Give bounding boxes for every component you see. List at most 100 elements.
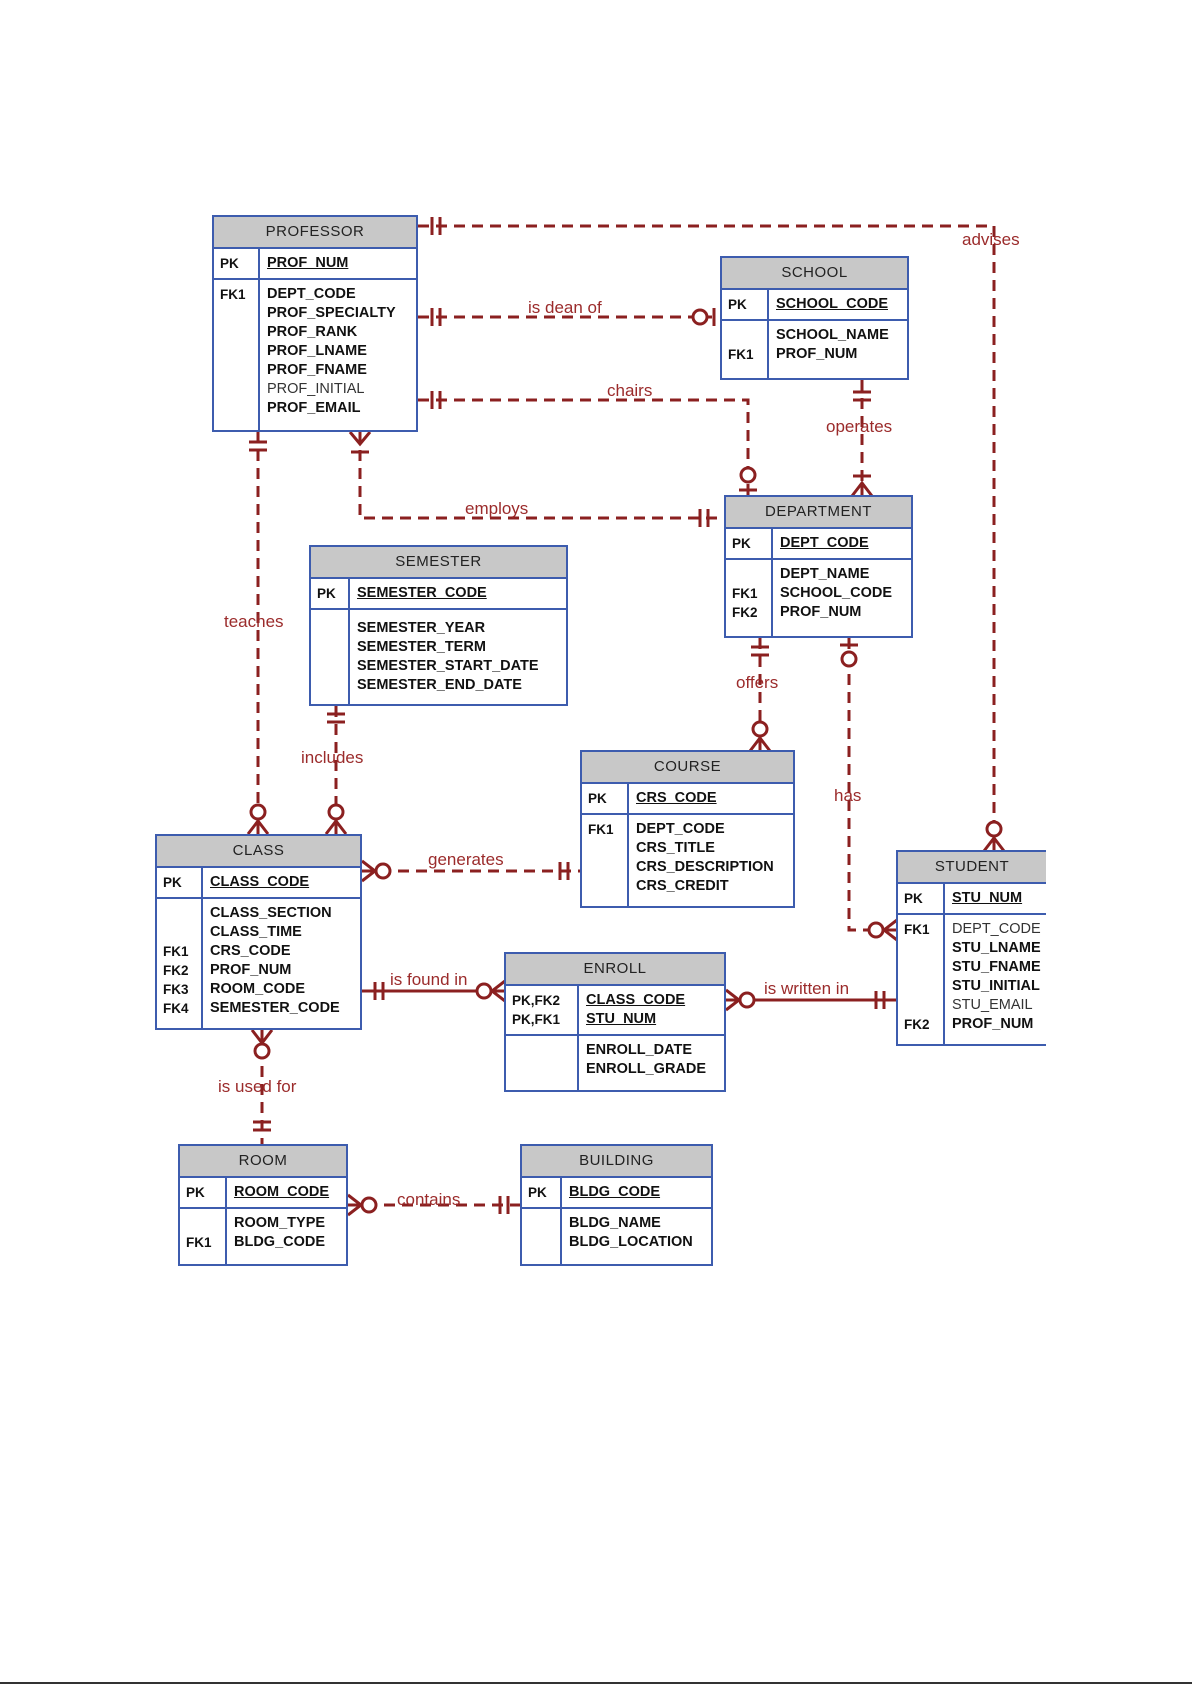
key-label: PK bbox=[732, 536, 751, 551]
rel-label-is-written-in: is written in bbox=[764, 979, 849, 998]
pk-section: PK BLDG_CODE bbox=[522, 1178, 711, 1209]
attribute: BLDG_CODE bbox=[569, 1184, 661, 1200]
entity-title: ENROLL bbox=[506, 954, 724, 986]
attribute: ROOM_TYPE bbox=[234, 1215, 326, 1231]
attribute: CRS_DESCRIPTION bbox=[636, 859, 774, 875]
mark-one-school-operates bbox=[853, 390, 871, 402]
mark-zero-one-department-chairs bbox=[739, 466, 757, 492]
mark-many-professor-employs bbox=[348, 431, 372, 454]
entity-title: CLASS bbox=[157, 836, 360, 868]
attribute-section: FK1 FK2 DEPT_NAME SCHOOL_CODE PROF_NUM bbox=[726, 560, 911, 637]
key-label: FK1 bbox=[904, 922, 930, 937]
rel-label-advises: advises bbox=[962, 230, 1020, 249]
key-label: PK bbox=[728, 297, 747, 312]
rel-advises-line bbox=[418, 224, 996, 838]
mark-one-professor-advises bbox=[430, 217, 442, 235]
pk-section: PK PROF_NUM bbox=[214, 249, 416, 280]
attribute-section: FK1 DEPT_CODE PROF_SPECIALTY PROF_RANK P… bbox=[214, 280, 416, 430]
entity-building: BUILDING PK BLDG_CODE BLDG_NAME BLDG_LOC… bbox=[520, 1144, 713, 1266]
attribute: CRS_CREDIT bbox=[636, 878, 729, 894]
page-bottom-rule bbox=[0, 1682, 1192, 1684]
attribute: STU_NUM bbox=[586, 1011, 657, 1027]
attribute: CRS_CODE bbox=[210, 943, 291, 959]
mark-one-building-contains bbox=[498, 1196, 510, 1214]
attribute: SCHOOL_CODE bbox=[776, 296, 888, 312]
key-label: PK bbox=[528, 1185, 547, 1200]
key-label: FK1 bbox=[732, 586, 758, 601]
mark-zero-one-department-has bbox=[840, 643, 858, 668]
key-label bbox=[732, 565, 771, 584]
entity-title: SEMESTER bbox=[311, 547, 566, 579]
key-label bbox=[904, 996, 943, 1015]
key-label: FK2 bbox=[163, 963, 189, 978]
attribute: SEMESTER_TERM bbox=[357, 639, 486, 655]
pk-section: PK CLASS_CODE bbox=[157, 868, 360, 899]
key-label bbox=[163, 923, 201, 942]
entity-title: COURSE bbox=[582, 752, 793, 784]
key-label: PK,FK2 bbox=[512, 993, 561, 1008]
mark-many-class-teaches bbox=[246, 803, 270, 835]
attribute: PROF_FNAME bbox=[267, 362, 367, 378]
mark-one-student-written bbox=[874, 991, 886, 1009]
mark-many-student-advises bbox=[982, 820, 1006, 852]
attribute: STU_NUM bbox=[952, 890, 1023, 906]
rel-label-generates: generates bbox=[428, 850, 504, 869]
attribute: BLDG_CODE bbox=[234, 1234, 326, 1250]
attribute: PROF_NUM bbox=[776, 346, 858, 362]
attribute: BLDG_NAME bbox=[569, 1215, 661, 1231]
pk-section: PK SEMESTER_CODE bbox=[311, 579, 566, 610]
pk-section: PK STU_NUM bbox=[898, 884, 1046, 915]
attribute: CLASS_SECTION bbox=[210, 905, 332, 921]
attribute: DEPT_NAME bbox=[780, 566, 870, 582]
key-label: FK1 bbox=[588, 822, 614, 837]
entity-professor: PROFESSOR PK PROF_NUM FK1 DEPT_CODE PROF… bbox=[212, 215, 418, 432]
rel-label-offers: offers bbox=[736, 673, 778, 692]
attribute: SCHOOL_NAME bbox=[776, 327, 889, 343]
rel-employs-line bbox=[358, 432, 724, 520]
key-label bbox=[904, 958, 943, 977]
attribute: SEMESTER_CODE bbox=[357, 585, 487, 601]
rel-label-is-dean-of: is dean of bbox=[528, 298, 602, 317]
key-label: PK bbox=[317, 586, 336, 601]
attribute-section: FK1 FK2 FK3 FK4 CLASS_SECTION CLASS_TIME… bbox=[157, 899, 360, 1029]
rel-chairs-line bbox=[418, 398, 750, 495]
entity-title: DEPARTMENT bbox=[726, 497, 911, 529]
key-label: PK bbox=[904, 891, 923, 906]
attribute: PROF_LNAME bbox=[267, 343, 367, 359]
attribute: SEMESTER_CODE bbox=[210, 1000, 340, 1016]
attribute: ROOM_CODE bbox=[234, 1184, 330, 1200]
entity-class: CLASS PK CLASS_CODE FK1 FK2 FK3 FK4 CLAS… bbox=[155, 834, 362, 1030]
attribute: PROF_RANK bbox=[267, 324, 358, 340]
rel-label-has: has bbox=[834, 786, 861, 805]
mark-many-department-operates bbox=[850, 474, 874, 497]
mark-many-student-has bbox=[867, 918, 898, 942]
mark-zero-one-school-dean bbox=[691, 308, 716, 326]
mark-one-professor-teaches bbox=[249, 440, 267, 452]
key-label: PK bbox=[163, 875, 182, 890]
attribute: PROF_EMAIL bbox=[267, 400, 361, 416]
mark-one-room-used bbox=[253, 1120, 271, 1132]
key-label: PK,FK1 bbox=[512, 1012, 561, 1027]
rel-label-is-found-in: is found in bbox=[390, 970, 468, 989]
pk-section: PK CRS_CODE bbox=[582, 784, 793, 815]
attribute: STU_EMAIL bbox=[952, 997, 1033, 1013]
attribute-section: FK1 ROOM_TYPE BLDG_CODE bbox=[180, 1209, 346, 1265]
attribute: PROF_NUM bbox=[780, 604, 862, 620]
key-label: FK2 bbox=[904, 1017, 930, 1032]
attribute: SEMESTER_START_DATE bbox=[357, 658, 539, 674]
entity-enroll: ENROLL PK,FK2 PK,FK1 CLASS_CODE STU_NUM … bbox=[504, 952, 726, 1092]
mark-many-class-generates bbox=[361, 859, 392, 883]
mark-many-room-contains bbox=[347, 1193, 378, 1217]
mark-one-department-employs bbox=[698, 509, 710, 527]
rel-label-teaches: teaches bbox=[224, 612, 284, 631]
attribute: STU_LNAME bbox=[952, 940, 1041, 956]
key-label bbox=[163, 904, 201, 923]
attribute-section: BLDG_NAME BLDG_LOCATION bbox=[522, 1209, 711, 1265]
pk-section: PK,FK2 PK,FK1 CLASS_CODE STU_NUM bbox=[506, 986, 724, 1036]
mark-one-professor-dean bbox=[430, 308, 442, 326]
entity-room: ROOM PK ROOM_CODE FK1 ROOM_TYPE BLDG_COD… bbox=[178, 1144, 348, 1266]
rel-label-chairs: chairs bbox=[607, 381, 652, 400]
attribute: DEPT_CODE bbox=[267, 286, 356, 302]
key-label bbox=[904, 977, 943, 996]
